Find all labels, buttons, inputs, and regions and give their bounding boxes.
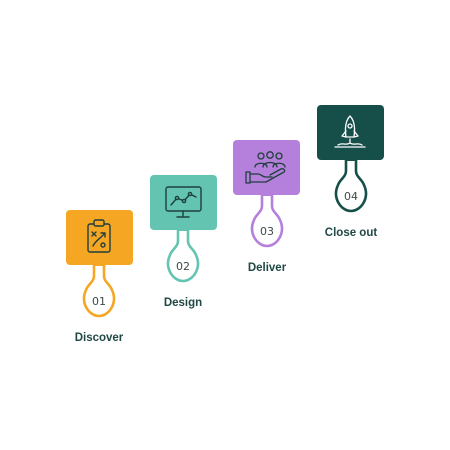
step-4: 04 Close out (317, 105, 384, 239)
step-4-drop (334, 157, 368, 213)
step-3-number: 03 (260, 225, 274, 238)
step-1-number: 01 (92, 295, 106, 308)
step-2: 02 Design (150, 175, 217, 309)
step-1: 01 Discover (66, 210, 133, 344)
step-4-card (317, 105, 384, 160)
step-2-number: 02 (176, 260, 190, 273)
step-1-label: Discover (75, 332, 124, 344)
step-3-card (233, 140, 300, 195)
strategy-board-icon (87, 219, 111, 253)
step-2-drop (166, 227, 200, 283)
step-3-label: Deliver (248, 262, 287, 274)
step-1-drop (82, 262, 116, 318)
step-4-label: Close out (325, 227, 378, 239)
step-3-drop (250, 192, 284, 248)
monitor-chart-icon (165, 186, 202, 218)
hand-people-icon (245, 151, 286, 184)
rocket-icon (334, 115, 366, 148)
step-1-card (66, 210, 133, 265)
step-4-number: 04 (344, 190, 358, 203)
step-3: 03 Deliver (233, 140, 300, 274)
step-2-label: Design (164, 297, 202, 309)
